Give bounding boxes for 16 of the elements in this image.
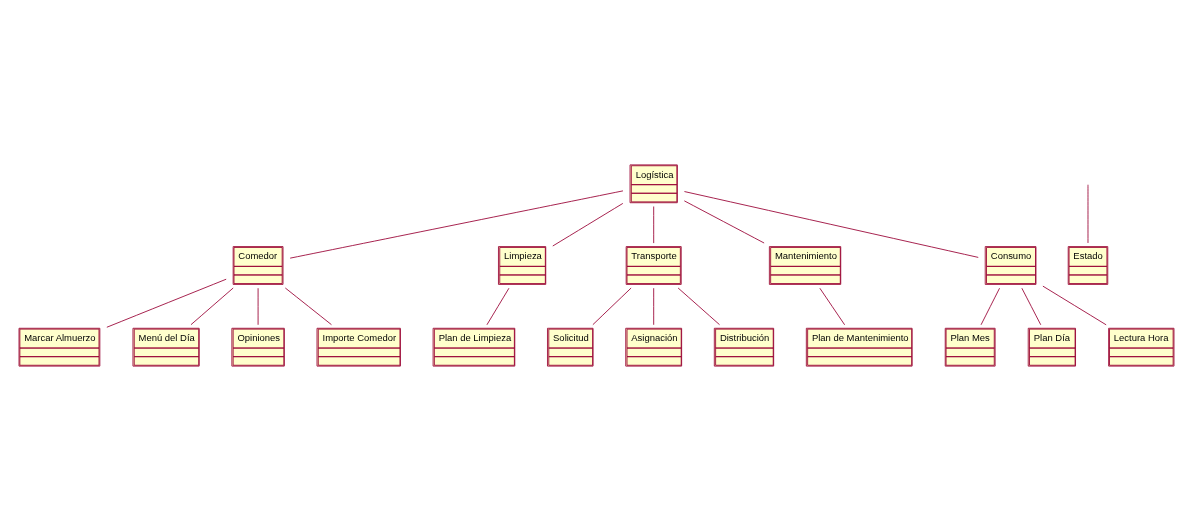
connector — [289, 190, 624, 259]
connector — [1042, 285, 1107, 326]
connector — [284, 287, 332, 326]
connector — [552, 203, 624, 247]
connector — [653, 287, 655, 326]
connector — [486, 287, 510, 326]
connector — [190, 287, 234, 326]
connector — [653, 206, 655, 244]
connector — [683, 200, 765, 244]
connector — [106, 278, 227, 328]
connector — [677, 287, 720, 326]
connector — [819, 287, 846, 326]
connector — [1021, 287, 1042, 326]
connector — [684, 191, 979, 258]
connector — [592, 287, 632, 326]
connector — [980, 287, 1000, 326]
